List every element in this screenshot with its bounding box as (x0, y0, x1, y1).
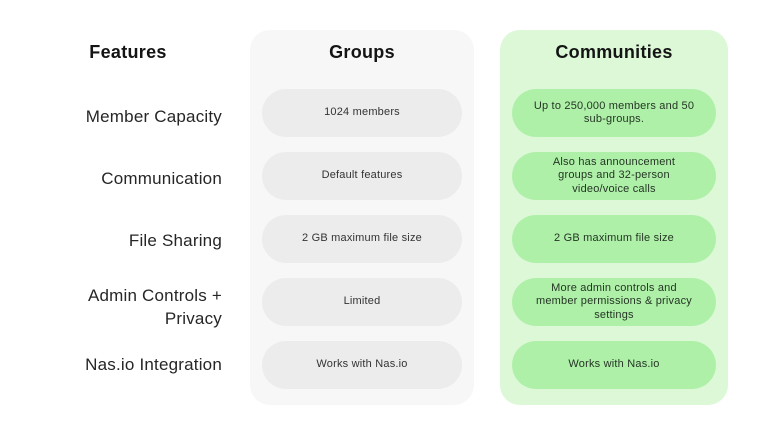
groups-cell-communication: Default features (262, 152, 462, 200)
communities-column-header: Communities (555, 42, 673, 62)
communities-cell-admin-controls: More admin controls and member permissio… (512, 278, 716, 326)
feature-label-nasio-integration: Nas.io Integration (85, 355, 222, 374)
communities-cell-communication: Also has announcement groups and 32-pers… (512, 152, 716, 200)
groups-cell-member-capacity: 1024 members (262, 89, 462, 137)
features-column-header: Features (89, 42, 167, 62)
groups-cell-nasio-integration: Works with Nas.io (262, 341, 462, 389)
feature-label-file-sharing: File Sharing (128, 231, 222, 250)
feature-label-communication: Communication (101, 169, 222, 188)
groups-cell-admin-controls: Limited (262, 278, 462, 326)
communities-card: Communities Up to 250,000 members and 50… (500, 30, 728, 405)
communities-cell-nasio-integration: Works with Nas.io (512, 341, 716, 389)
communities-cell-file-sharing: 2 GB maximum file size (512, 215, 716, 263)
groups-cell-file-sharing: 2 GB maximum file size (262, 215, 462, 263)
feature-label-admin-controls-privacy: Admin Controls + Privacy (87, 286, 222, 328)
feature-label-member-capacity: Member Capacity (85, 107, 222, 126)
groups-column-header: Groups (329, 42, 395, 62)
communities-cell-member-capacity: Up to 250,000 members and 50 sub-groups. (512, 89, 716, 137)
groups-card: Groups 1024 members Default features 2 G… (250, 30, 474, 405)
